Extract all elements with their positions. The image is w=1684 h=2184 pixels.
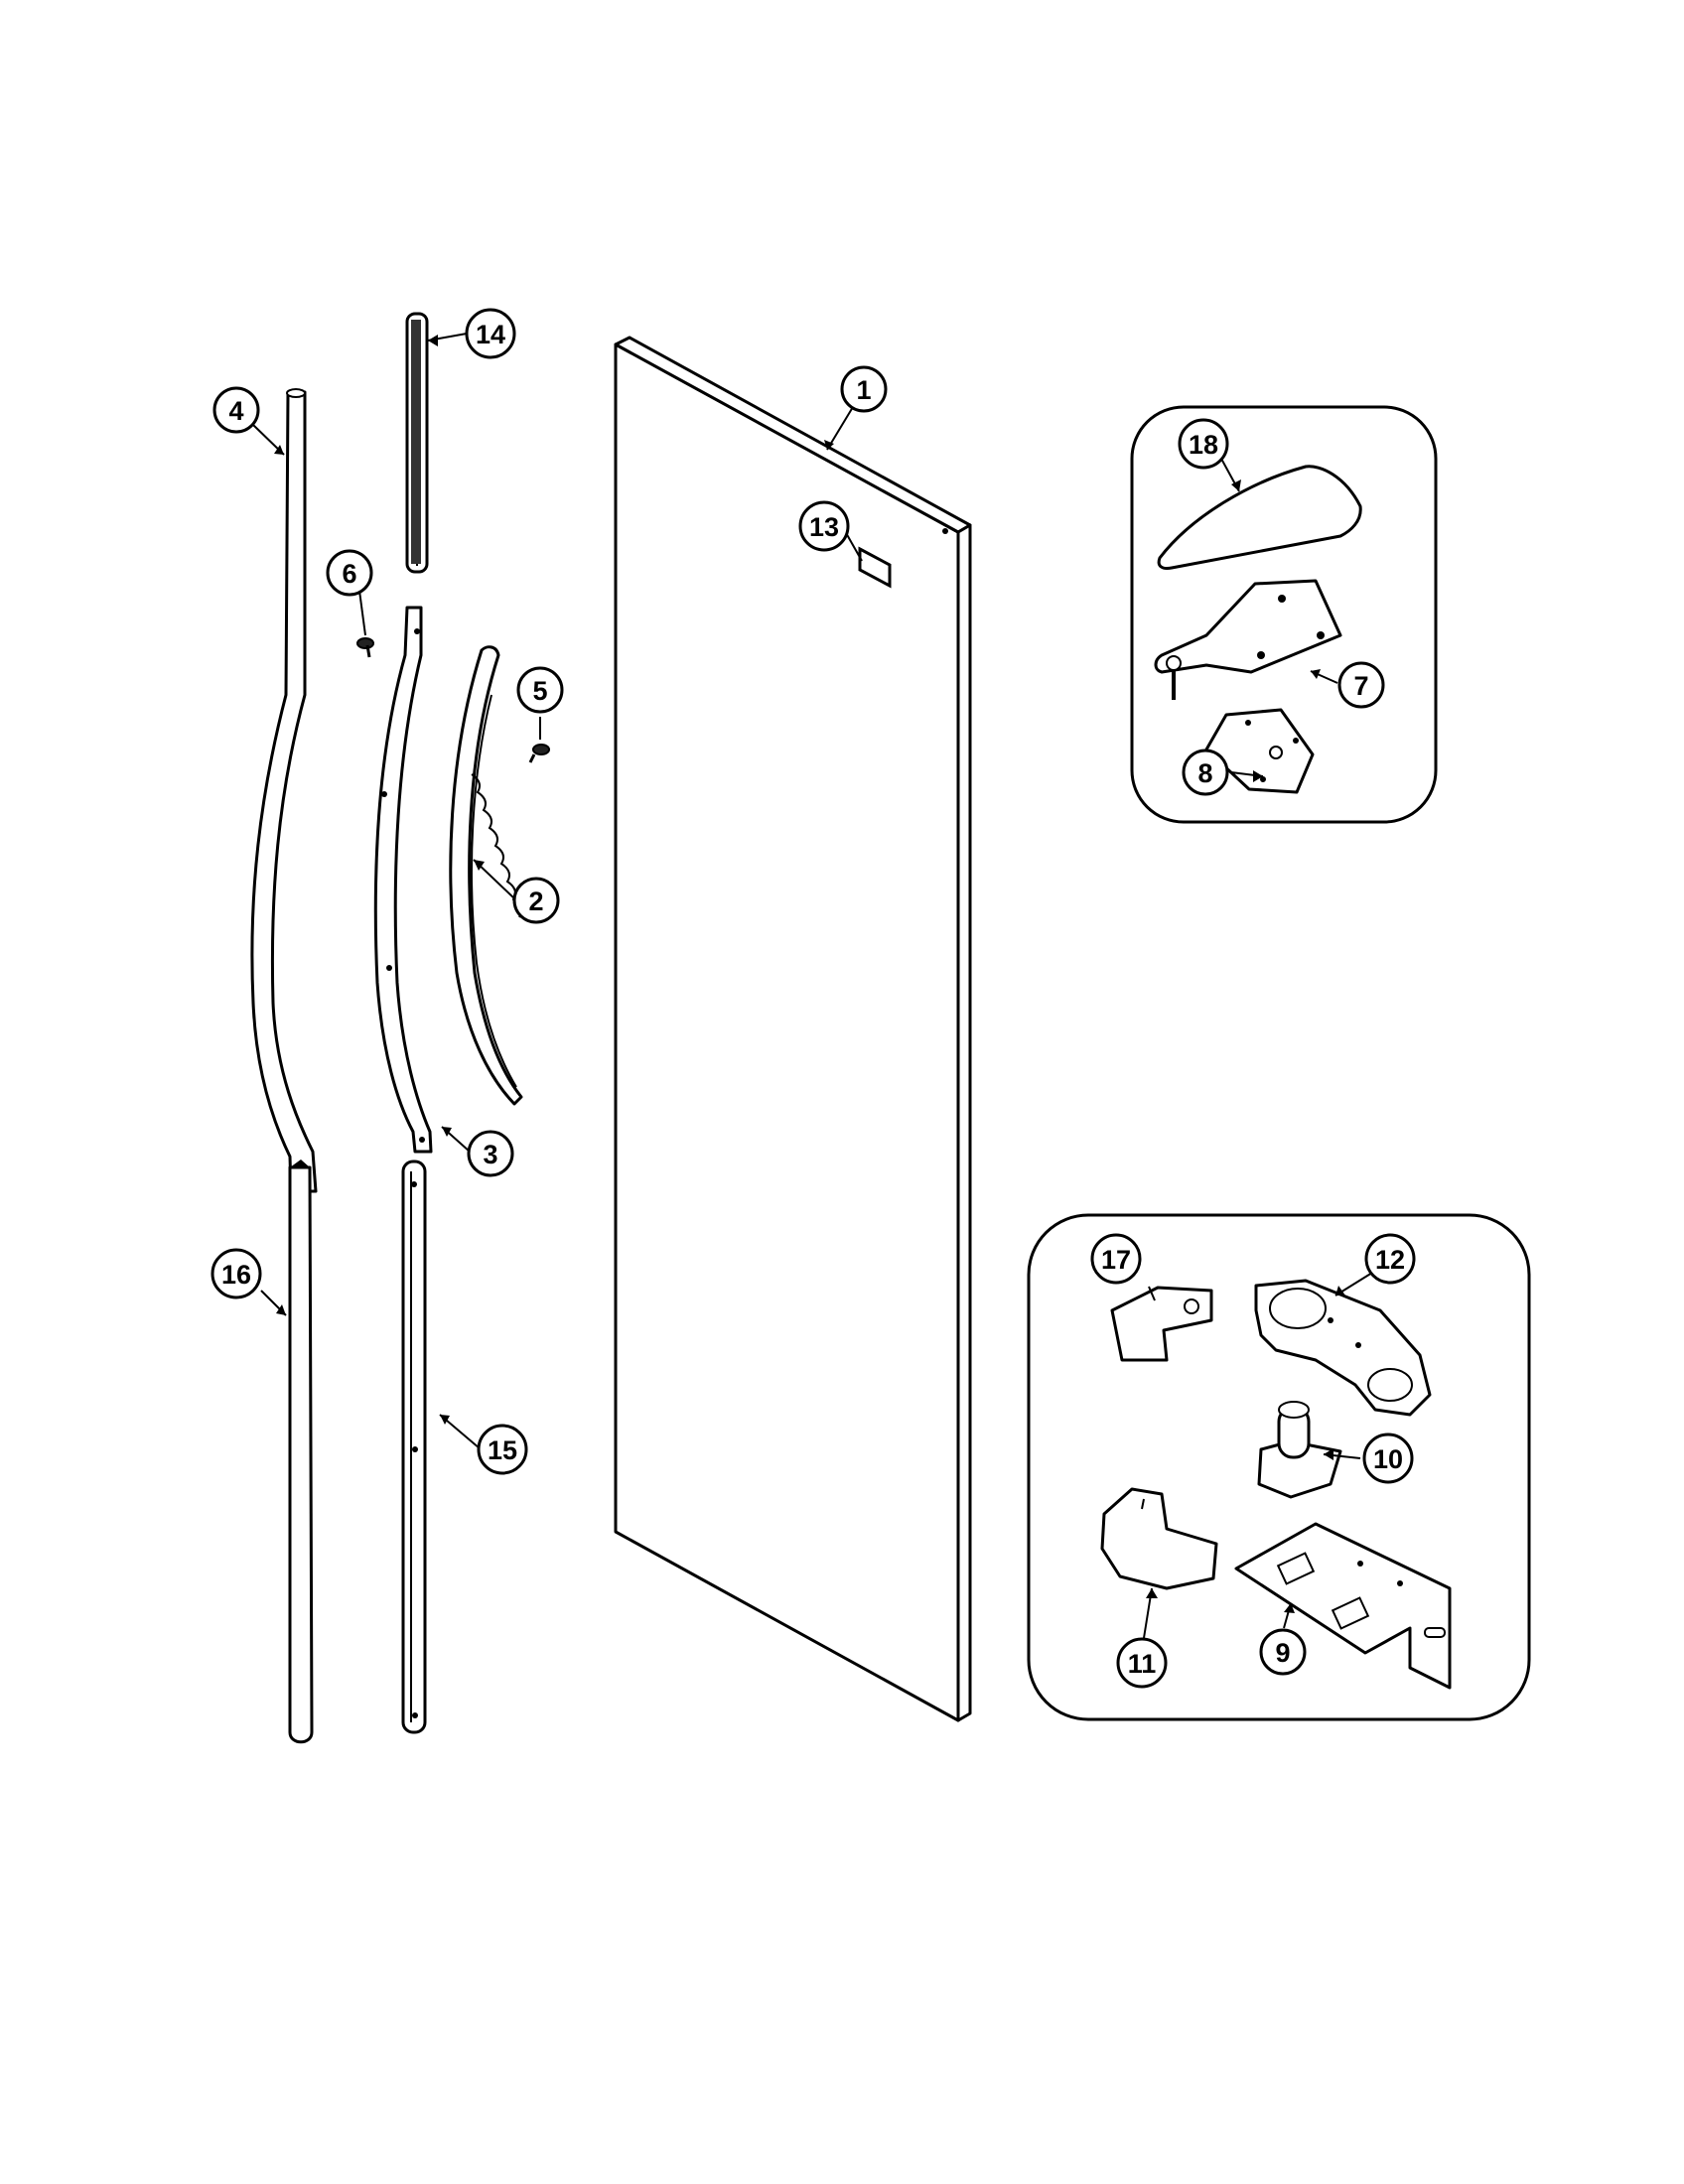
callout-6: 6 xyxy=(326,549,373,597)
svg-text:8: 8 xyxy=(1197,758,1212,788)
callout-12: 12 xyxy=(1364,1233,1416,1285)
door-panel xyxy=(614,336,972,1722)
callout-18: 18 xyxy=(1178,418,1229,470)
part-6-screw xyxy=(356,637,374,658)
part-4-handle-tube xyxy=(250,388,318,1193)
svg-text:11: 11 xyxy=(1128,1649,1157,1679)
part-16-lower-tube xyxy=(288,1160,314,1744)
svg-text:1: 1 xyxy=(856,375,871,405)
svg-text:10: 10 xyxy=(1373,1444,1403,1474)
callout-11: 11 xyxy=(1116,1637,1168,1689)
callout-arrowheads xyxy=(274,335,1345,1613)
part-3-handle-bracket xyxy=(373,606,433,1154)
svg-text:2: 2 xyxy=(528,887,543,916)
svg-text:12: 12 xyxy=(1375,1245,1405,1275)
callout-17: 17 xyxy=(1090,1233,1142,1285)
callout-4: 4 xyxy=(212,386,260,434)
callout-2: 2 xyxy=(512,877,560,924)
part-11-bracket xyxy=(1100,1487,1218,1590)
callout-10: 10 xyxy=(1362,1433,1414,1484)
bottom-hinge-inset xyxy=(1027,1213,1531,1721)
callout-13: 13 xyxy=(798,500,850,552)
svg-text:13: 13 xyxy=(809,512,839,542)
svg-text:17: 17 xyxy=(1101,1245,1131,1275)
door-label-plate xyxy=(858,546,892,589)
part-10-hinge-pin xyxy=(1257,1401,1342,1499)
svg-text:15: 15 xyxy=(488,1435,517,1465)
part-17-bracket xyxy=(1110,1286,1213,1362)
svg-text:14: 14 xyxy=(476,320,505,349)
callout-3: 3 xyxy=(467,1130,514,1177)
callout-15: 15 xyxy=(477,1424,528,1475)
part-5-screw xyxy=(528,744,550,763)
top-hinge-inset xyxy=(1130,405,1438,824)
part-15-lower-trim xyxy=(401,1160,427,1734)
svg-text:6: 6 xyxy=(342,559,356,589)
callout-5: 5 xyxy=(516,666,564,714)
callout-1: 1 xyxy=(840,365,888,413)
svg-text:9: 9 xyxy=(1275,1638,1290,1668)
svg-text:3: 3 xyxy=(483,1140,497,1169)
callout-7: 7 xyxy=(1337,661,1385,709)
svg-text:18: 18 xyxy=(1189,430,1218,460)
callout-14: 14 xyxy=(465,308,516,359)
callout-16: 16 xyxy=(210,1248,262,1299)
part-18-hinge-cover xyxy=(1157,465,1362,570)
callout-9: 9 xyxy=(1259,1628,1307,1676)
part-2-handle-grip xyxy=(449,645,523,1106)
svg-text:4: 4 xyxy=(228,396,243,426)
part-7-top-hinge xyxy=(1154,579,1342,700)
part-14-top-trim xyxy=(405,312,429,574)
callout-8: 8 xyxy=(1182,749,1229,796)
part-12-hinge-plate xyxy=(1254,1279,1432,1417)
svg-text:16: 16 xyxy=(221,1260,251,1290)
part-9-base-plate xyxy=(1234,1522,1452,1690)
svg-text:5: 5 xyxy=(532,676,547,706)
svg-text:7: 7 xyxy=(1353,671,1368,701)
